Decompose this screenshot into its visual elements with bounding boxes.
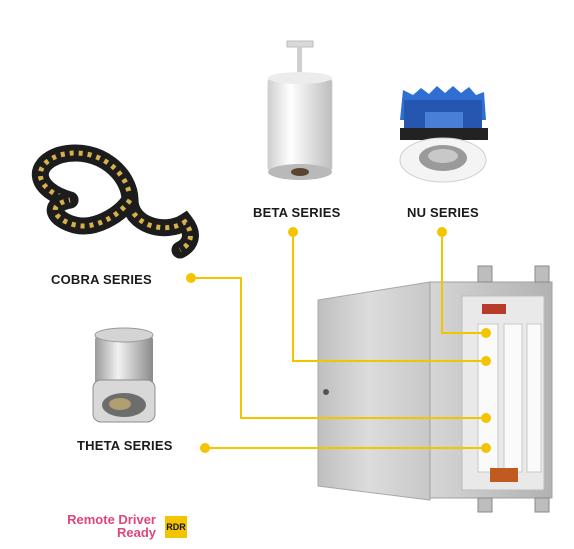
connector-dots [186, 227, 491, 453]
rdr-badge: RDR [165, 516, 187, 538]
nu-series-image [399, 86, 488, 183]
terminal-dot-2 [481, 356, 491, 366]
beta-series-image [267, 40, 333, 180]
beta-dot [288, 227, 298, 237]
theta-dot [200, 443, 210, 453]
cobra-connector-line [191, 277, 486, 419]
remote-driver-line: Remote Driver [67, 512, 156, 527]
cobra-series-label: COBRA SERIES [51, 272, 152, 287]
connectors [191, 232, 486, 449]
ready-line: Ready [116, 525, 156, 540]
cobra-series-image [31, 144, 199, 259]
cobra-dot [186, 273, 196, 283]
theta-series-image [92, 327, 156, 423]
theta-series-label: THETA SERIES [77, 438, 173, 453]
nu-dot [437, 227, 447, 237]
terminal-dot-3 [481, 413, 491, 423]
terminal-dot-1 [481, 328, 491, 338]
driver-enclosure [317, 265, 553, 513]
remote-driver-ready-text: Remote Driver Ready [58, 513, 156, 539]
nu-connector-line [441, 232, 486, 334]
beta-connector-line [292, 232, 486, 362]
terminal-dot-4 [481, 443, 491, 453]
beta-series-label: BETA SERIES [253, 205, 341, 220]
nu-series-label: NU SERIES [407, 205, 479, 220]
